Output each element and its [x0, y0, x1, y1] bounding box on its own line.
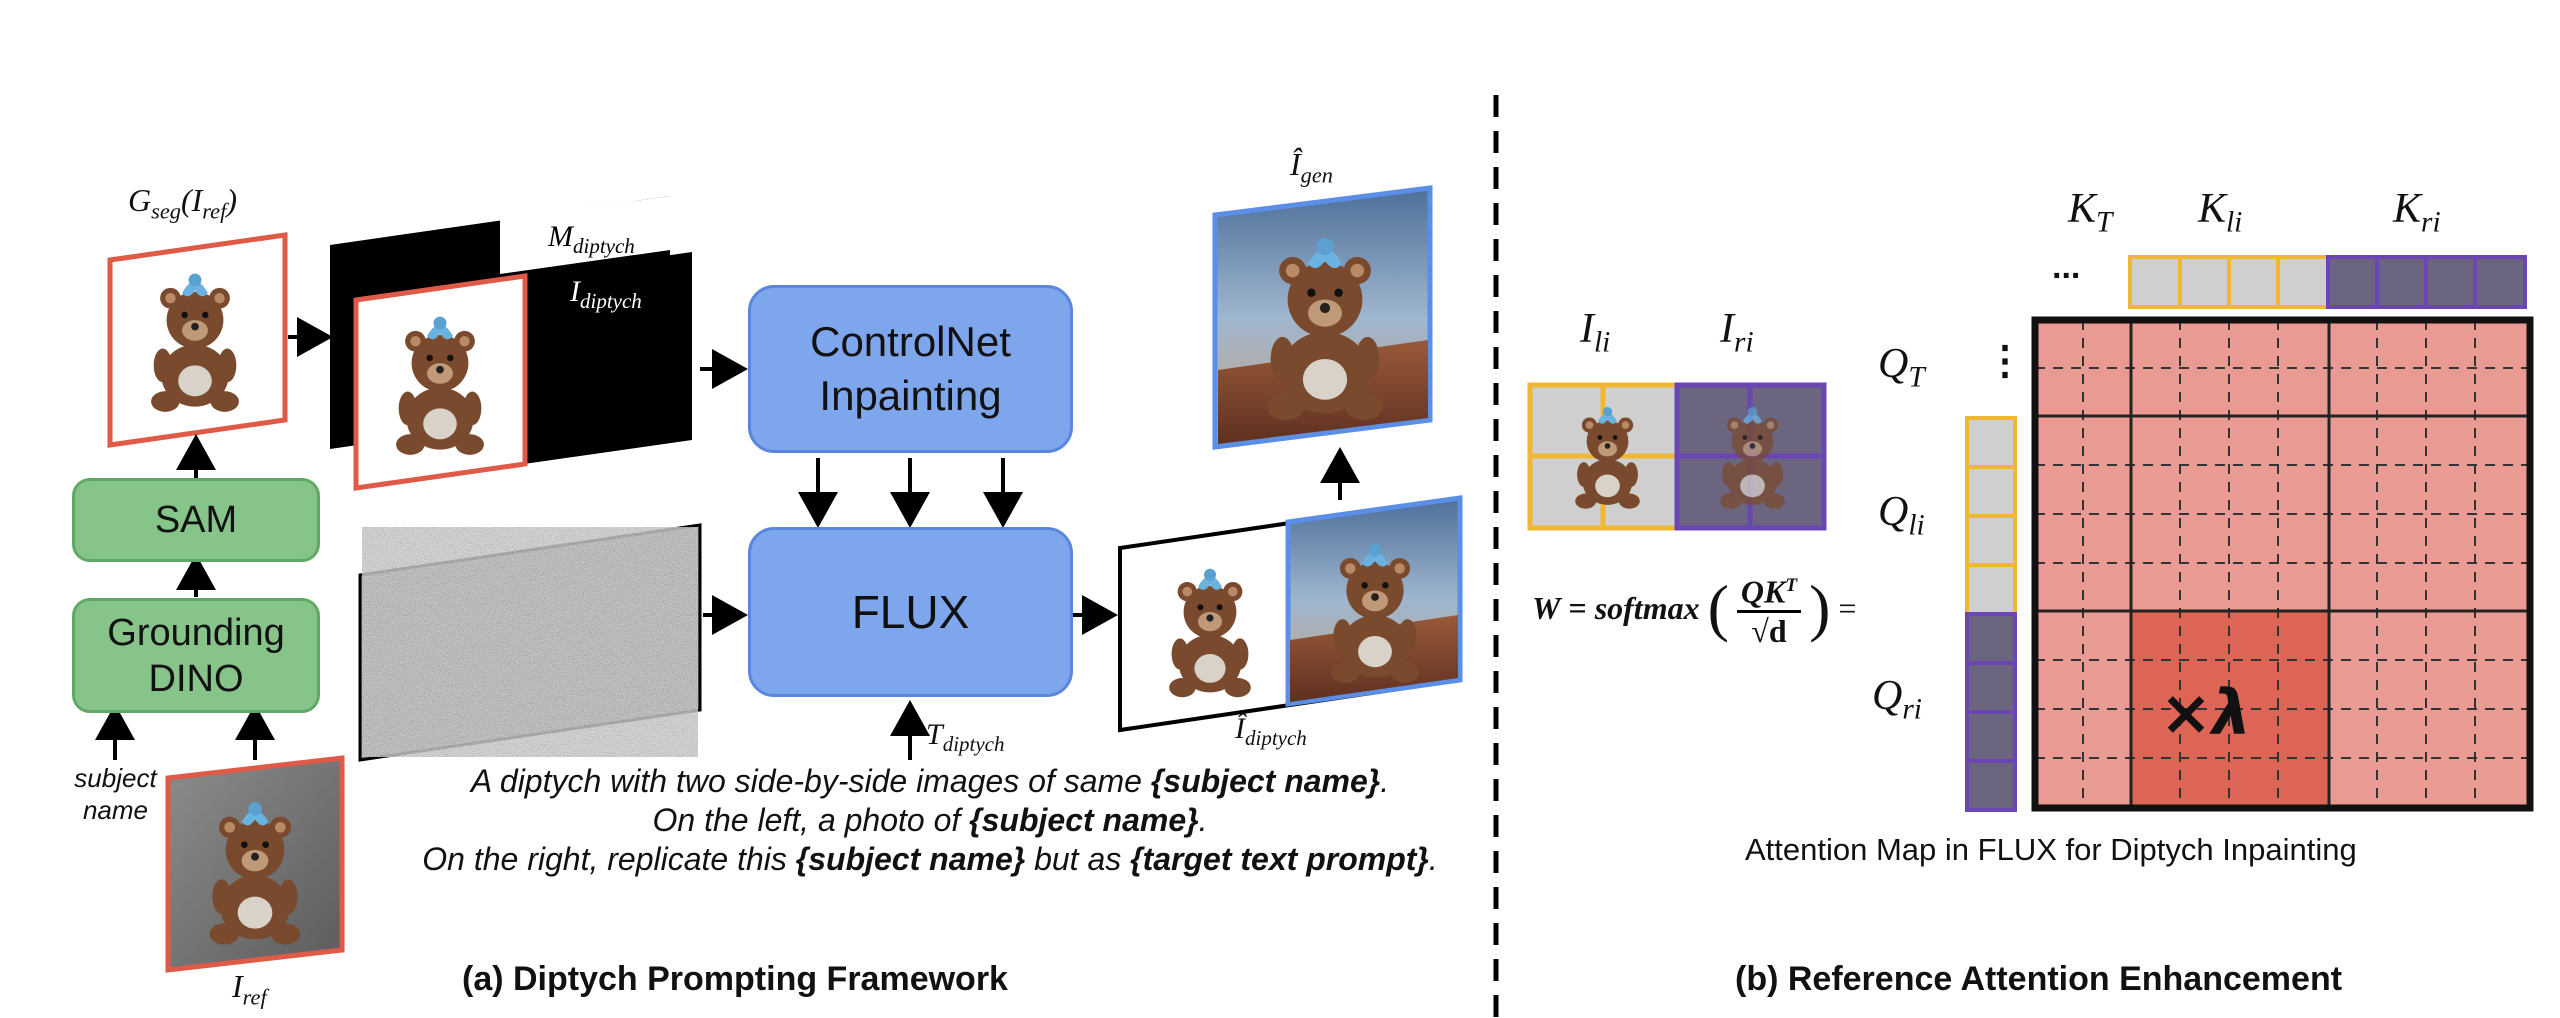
qri-label: Qri [1872, 673, 1922, 726]
qt-label: QT [1878, 341, 1925, 394]
mask-diptych-label: Mdiptych [548, 220, 635, 258]
key-token-strip [2128, 255, 2527, 309]
text-prompt: A diptych with two side-by-side images o… [340, 762, 1520, 879]
left-panel-caption: (a) Diptych Prompting Framework [462, 960, 1008, 998]
prompt-line3: On the right, replicate this {subject na… [422, 841, 1438, 877]
qli-label: Qli [1878, 489, 1925, 542]
ihat-diptych-label: Îdiptych [1235, 712, 1307, 750]
query-ellipsis: ⋮ [1985, 339, 2025, 383]
controlnet-inpainting-box: ControlNet Inpainting [748, 285, 1073, 453]
output-diptych [1118, 495, 1463, 733]
softmax-formula: W = softmax ( QKT √d ) = [1532, 568, 1856, 648]
prompt-line2: On the left, a photo of {subject name}. [652, 802, 1208, 838]
idiptych-label: Idiptych [570, 275, 642, 313]
iref-label: Iref [232, 968, 267, 1010]
grounding-line2: DINO [148, 657, 244, 700]
attention-map [2031, 316, 2534, 812]
noise-latent [358, 523, 702, 762]
grounding-line1: Grounding [107, 611, 285, 654]
input-diptych [353, 252, 692, 491]
kli-label: Kli [2198, 186, 2243, 239]
attention-grid-solid [2035, 320, 2530, 808]
diptych-token-grid [1527, 382, 1827, 531]
iri-label: Iri [1720, 306, 1754, 359]
kt-label: KT [2068, 186, 2113, 239]
grounding-dino-box: Grounding DINO [72, 598, 320, 713]
segmented-reference-image [107, 232, 288, 448]
flux-box: FLUX [748, 527, 1073, 697]
seg-label: Gseg(Iref) [128, 182, 237, 224]
controlnet-line1: ControlNet [810, 318, 1011, 365]
attention-grid-dashed [2035, 320, 2530, 808]
sam-box: SAM [72, 478, 320, 562]
subject-name-label: subject name [74, 763, 157, 825]
ili-label: Ili [1580, 306, 1611, 359]
igen-label: Îgen [1290, 146, 1333, 188]
attention-map-caption: Attention Map in FLUX for Diptych Inpain… [1745, 832, 2357, 867]
prompt-line1: A diptych with two side-by-side images o… [470, 763, 1390, 799]
query-token-strip [1965, 416, 2017, 812]
lambda-scale-label: ×λ [2160, 676, 2252, 749]
generated-image [1212, 185, 1433, 450]
right-panel-caption: (b) Reference Attention Enhancement [1735, 960, 2343, 998]
controlnet-line2: Inpainting [819, 372, 1002, 419]
key-ellipsis: ... [2052, 248, 2081, 286]
t-diptych-label: Tdiptych [926, 718, 1005, 756]
kri-label: Kri [2393, 186, 2441, 239]
reference-image [165, 755, 345, 973]
